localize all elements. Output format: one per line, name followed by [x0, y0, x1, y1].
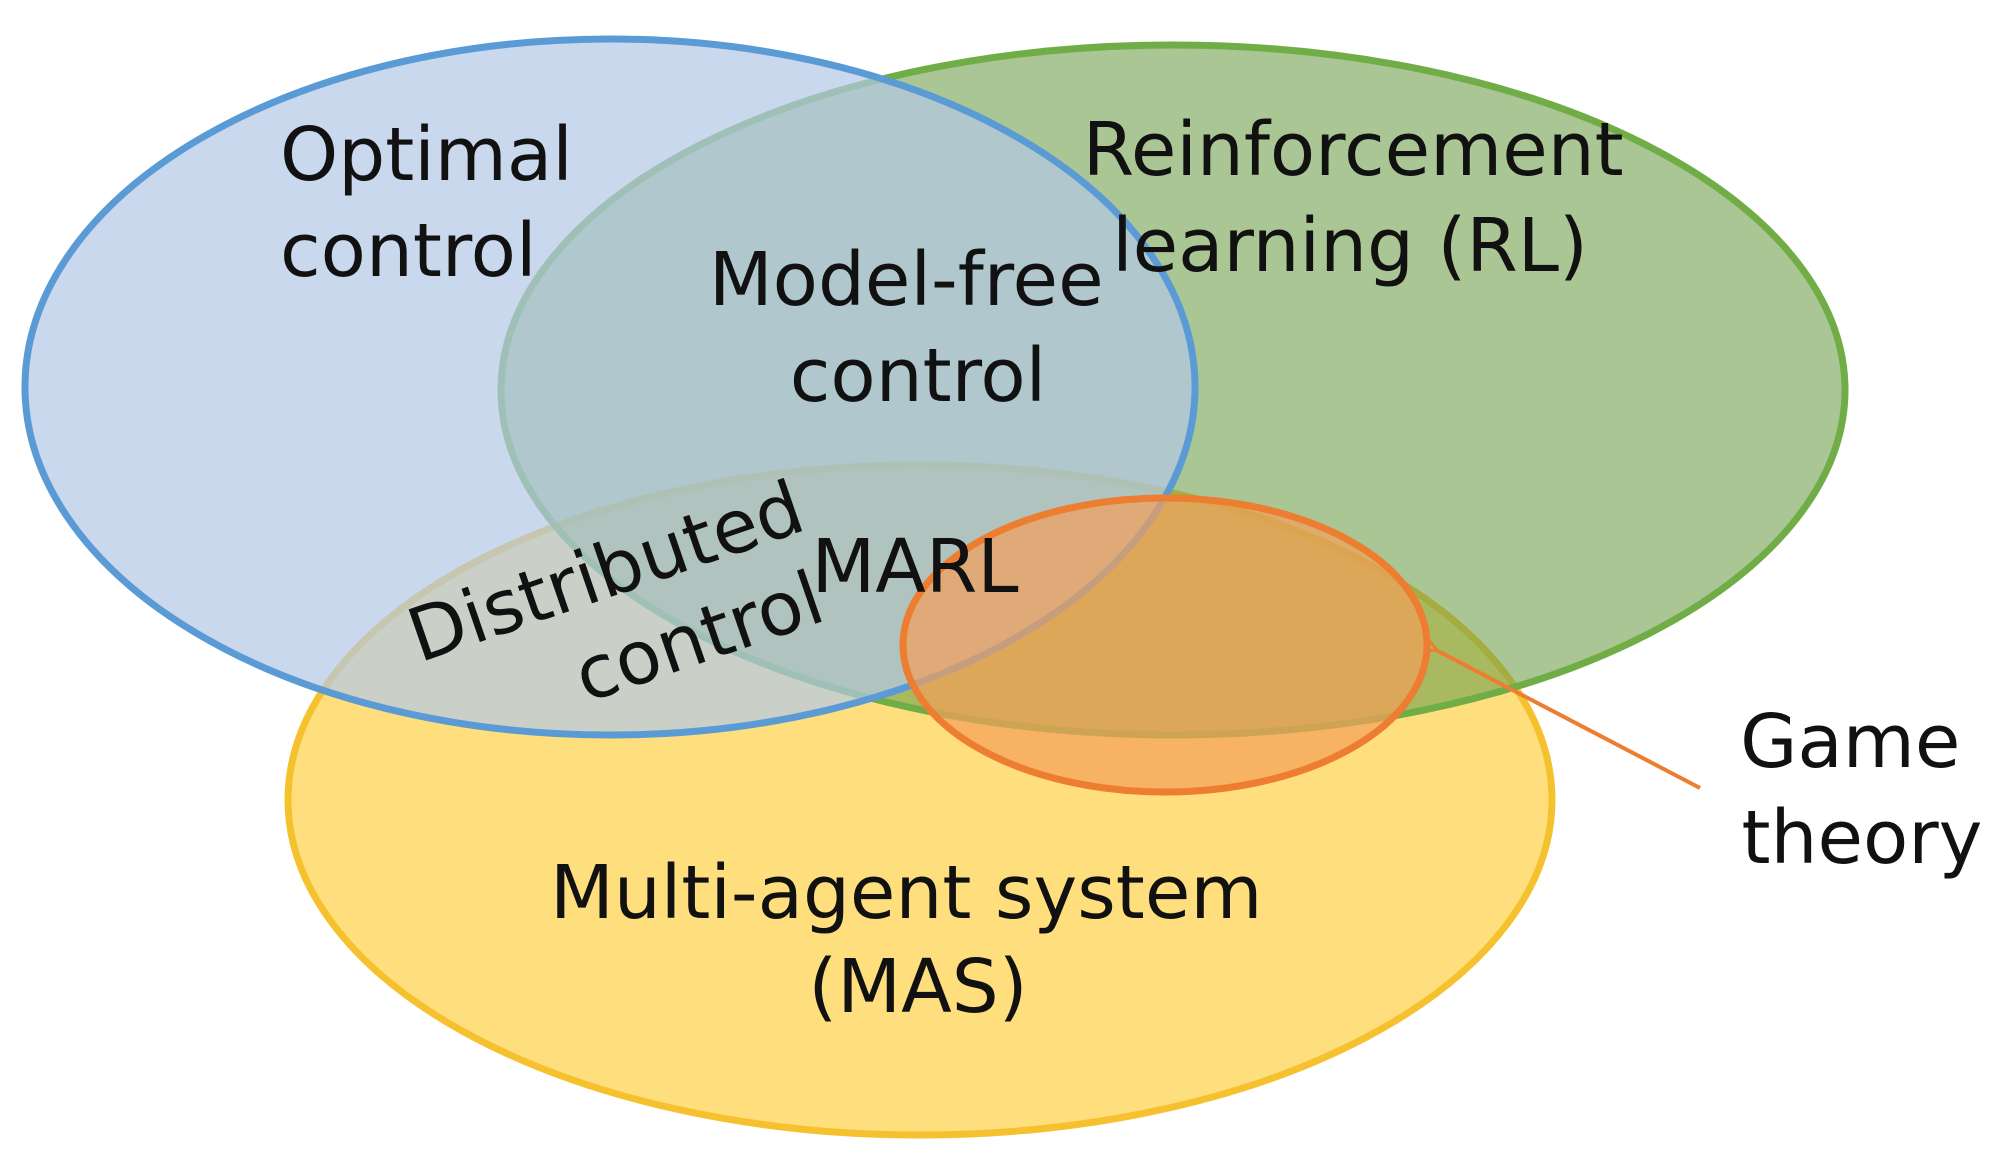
game-theory-label: Game theory: [1740, 699, 1984, 881]
multi-agent-system-label-line2: (MAS): [808, 944, 1027, 1030]
optimal-control-label: Optimal control: [280, 112, 596, 294]
multi-agent-system-label-line1: Multi-agent system: [550, 850, 1262, 936]
optimal-control-label-line1: Optimal: [280, 112, 573, 198]
model-free-control-label-line2: control: [790, 333, 1047, 419]
model-free-control-label-line1: Model-free: [709, 237, 1104, 323]
game-theory-label-line1: Game: [1740, 699, 1960, 785]
reinforcement-learning-label: Reinforcement learning (RL): [1083, 107, 1647, 289]
reinforcement-learning-label-line1: Reinforcement: [1083, 107, 1624, 193]
marl-label: MARL: [811, 524, 1018, 610]
reinforcement-learning-label-line2: learning (RL): [1112, 203, 1588, 289]
optimal-control-ellipse: [21, 35, 1199, 739]
game-theory-arrow: [1436, 650, 1701, 790]
optimal-control-label-line2: control: [280, 208, 537, 294]
model-free-control-label: Model-free control: [709, 237, 1127, 419]
game-theory-label-line2: theory: [1742, 795, 1983, 881]
multi-agent-system-label: Multi-agent system (MAS): [550, 850, 1286, 1030]
